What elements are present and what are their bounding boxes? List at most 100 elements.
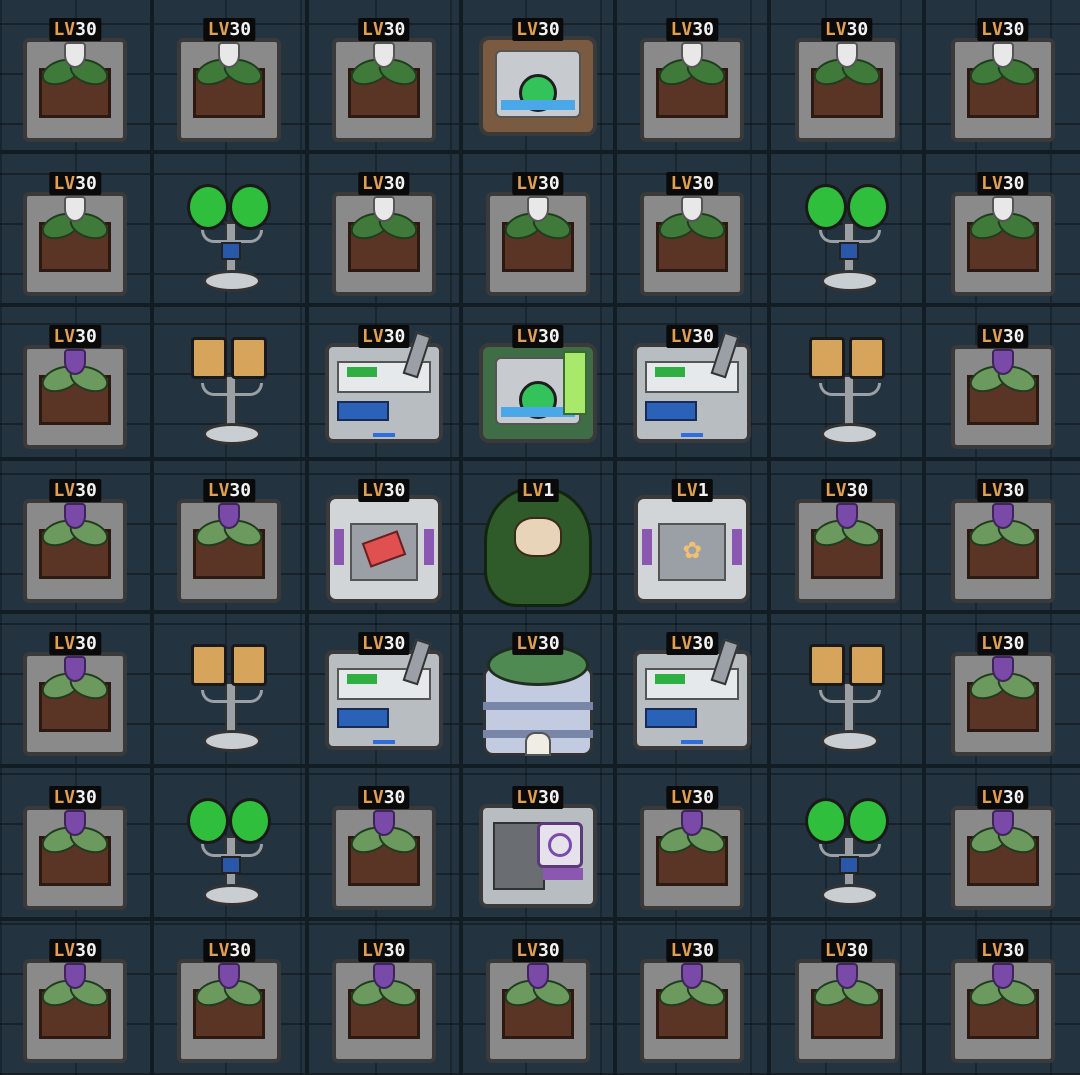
grid-cell[interactable]: LV30: [0, 921, 155, 1075]
grid-cell[interactable]: LV30: [463, 921, 618, 1075]
purple-flower: [64, 502, 87, 529]
grid-cell[interactable]: LV30: [308, 767, 463, 922]
grid-cell[interactable]: LV30: [771, 921, 926, 1075]
grid-cell[interactable]: [154, 767, 309, 922]
level-value: 30: [846, 940, 869, 962]
grid-cell[interactable]: LV30: [617, 614, 772, 768]
level-badge: LV30: [977, 785, 1029, 809]
grid-cell[interactable]: ✿LV1: [617, 460, 772, 615]
grid-cell[interactable]: LV30: [0, 307, 155, 461]
grid-cell[interactable]: LV30: [925, 461, 1080, 615]
grid-cell[interactable]: LV30: [462, 0, 618, 154]
grid-cell[interactable]: LV30: [0, 153, 155, 308]
level-badge: LV30: [666, 632, 718, 656]
grid-cell[interactable]: LV30: [771, 0, 926, 154]
forge-slots: [492, 821, 545, 890]
level-value: 30: [383, 172, 406, 194]
grid-cell[interactable]: LV30: [462, 153, 618, 308]
grid-cell[interactable]: LV30: [154, 921, 309, 1075]
grid-cell[interactable]: LV30: [462, 307, 618, 461]
planter-purple: [331, 805, 436, 910]
planter-purple: [950, 959, 1055, 1064]
green-bulb-left: [804, 797, 847, 844]
grid-cell[interactable]: [154, 614, 309, 768]
white-flower: [218, 42, 241, 68]
grid-cell[interactable]: LV30: [0, 0, 155, 154]
purple-flower: [991, 809, 1014, 836]
grid-cell[interactable]: LV30: [462, 614, 618, 768]
level-prefix: LV: [981, 940, 1003, 962]
planter-white: [950, 38, 1055, 142]
planter-purple: [950, 652, 1055, 757]
grid-cell[interactable]: LV30: [308, 153, 463, 308]
planter-purple: [640, 959, 745, 1064]
planter-purple: [177, 959, 282, 1064]
grid-cell[interactable]: LV30: [925, 614, 1080, 768]
level-value: 30: [383, 19, 406, 40]
grid-cell[interactable]: LV30: [308, 307, 463, 461]
level-value: 30: [846, 19, 869, 40]
lamp-cap: [838, 855, 859, 874]
level-badge: LV30: [512, 785, 564, 809]
lamp-base: [203, 883, 262, 906]
grid-cell[interactable]: LV30: [617, 0, 772, 154]
grid-cell[interactable]: [771, 153, 926, 308]
tank: [479, 644, 597, 762]
planter-purple: [331, 959, 436, 1064]
grid-cell[interactable]: LV30: [617, 153, 772, 308]
grid-cell[interactable]: LV30: [308, 0, 463, 154]
level-value: 30: [537, 19, 560, 40]
grid-cell[interactable]: LV30: [925, 307, 1080, 461]
grid-cell[interactable]: LV30: [0, 767, 155, 922]
green-bulb-right: [846, 183, 889, 230]
grid-cell[interactable]: LV30: [925, 0, 1080, 154]
grid-cell[interactable]: LV30: [308, 460, 463, 615]
planter-purple: [23, 498, 128, 603]
grid-cell[interactable]: [154, 307, 309, 461]
purple-flower: [835, 502, 858, 529]
planter-white: [640, 38, 745, 142]
grid-cell[interactable]: [154, 153, 309, 308]
grid-cell[interactable]: LV30: [462, 767, 618, 922]
grid-cell[interactable]: LV30: [0, 460, 155, 615]
grid-cell[interactable]: LV30: [925, 154, 1080, 308]
level-badge: LV30: [358, 18, 410, 41]
purple-flower: [991, 963, 1014, 990]
grid-cell[interactable]: LV30: [617, 767, 772, 922]
grid-cell[interactable]: LV30: [154, 0, 309, 154]
grid-cell[interactable]: LV30: [617, 307, 772, 461]
amber-bulb-left: [191, 644, 228, 687]
amber-bulb-right: [848, 644, 885, 687]
forge-bar: [542, 867, 583, 880]
grid-cell[interactable]: LV30: [0, 614, 155, 768]
grid-cell[interactable]: LV30: [771, 460, 926, 615]
grid-cell[interactable]: LV30: [308, 614, 463, 768]
level-badge: LV30: [49, 632, 101, 656]
level-value: 30: [229, 19, 252, 40]
level-badge: LV30: [512, 632, 564, 656]
grid-cell[interactable]: LV30: [925, 768, 1080, 922]
planter-white: [640, 191, 745, 296]
grid-cell[interactable]: LV30: [926, 921, 1080, 1075]
level-value: 30: [537, 326, 560, 348]
grid-cell[interactable]: [771, 767, 926, 922]
amber-bulb-left: [808, 644, 845, 687]
white-flower: [681, 42, 704, 68]
grid-cell[interactable]: LV30: [309, 921, 463, 1075]
level-value: 30: [692, 786, 714, 808]
grid-cell[interactable]: LV1: [462, 460, 618, 615]
machine-indicator: [372, 433, 395, 438]
level-prefix: LV: [824, 479, 847, 501]
level-value: 30: [537, 172, 560, 194]
potion-water: [500, 100, 575, 110]
grid-cell[interactable]: [771, 614, 926, 768]
green-bulb-right: [846, 797, 889, 844]
level-badge: LV30: [512, 939, 564, 963]
level-badge: LV30: [203, 939, 256, 963]
grid-cell[interactable]: [771, 307, 926, 461]
planter-purple: [640, 805, 745, 910]
level-prefix: LV: [670, 940, 693, 962]
grid-cell[interactable]: LV30: [617, 921, 772, 1075]
grid-cell[interactable]: LV30: [154, 460, 309, 615]
purple-flower: [526, 963, 549, 990]
